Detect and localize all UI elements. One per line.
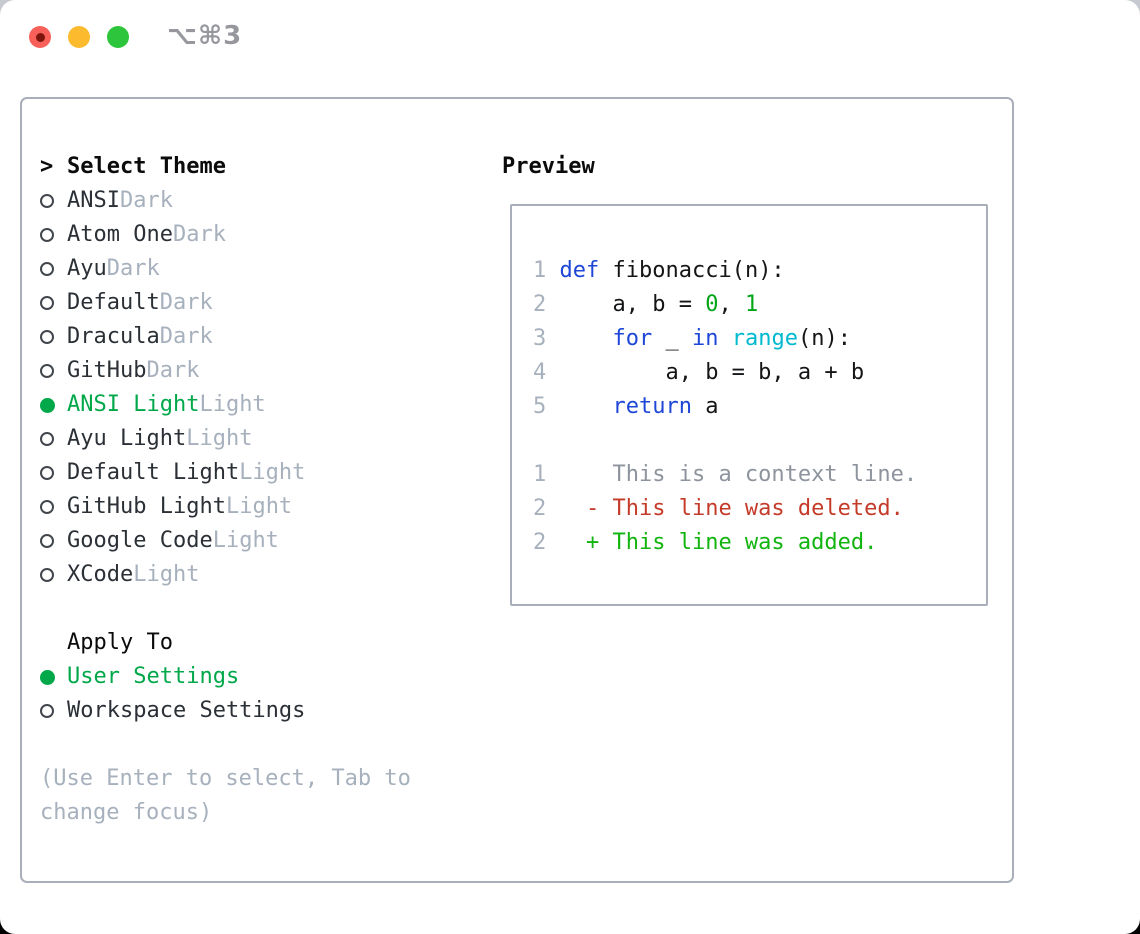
option-variant-label: Light bbox=[199, 392, 266, 417]
theme-option[interactable]: Google Code Light bbox=[40, 524, 411, 558]
code-line: 4 a, b = b, a + b bbox=[533, 360, 865, 385]
option-variant-label: Light bbox=[212, 528, 279, 553]
option-label: Ayu bbox=[67, 256, 107, 281]
line-number: 4 bbox=[533, 360, 547, 385]
option-variant-label: Light bbox=[186, 426, 253, 451]
option-label: ANSI Light bbox=[67, 392, 200, 417]
apply-to-title: Apply To bbox=[67, 630, 173, 655]
theme-option[interactable]: ANSI Light Light bbox=[40, 388, 411, 422]
radio-icon bbox=[40, 262, 54, 276]
code-line: 5 return a bbox=[533, 394, 719, 419]
apply-to-option[interactable]: User Settings bbox=[40, 660, 411, 694]
option-label: Ayu Light bbox=[67, 426, 187, 451]
screen-corner bbox=[1125, 919, 1140, 934]
preview-pane: 1 def fibonacci(n): 2 a, b = 0, 1 3 for _ … bbox=[510, 204, 988, 606]
radio-icon bbox=[40, 296, 54, 310]
line-number: 1 bbox=[533, 462, 547, 487]
radio-icon bbox=[40, 432, 54, 446]
option-variant-label: Dark bbox=[159, 324, 213, 349]
line-number: 1 bbox=[533, 258, 547, 283]
theme-option[interactable]: Atom One Dark bbox=[40, 218, 411, 252]
apply-to-option[interactable]: Workspace Settings bbox=[40, 694, 411, 728]
line-number: 5 bbox=[533, 394, 547, 419]
option-label: ANSI bbox=[67, 188, 120, 213]
close-dot-icon bbox=[35, 32, 45, 42]
option-variant-label: Light bbox=[239, 460, 306, 485]
traffic-lights bbox=[29, 26, 129, 48]
option-variant-label: Dark bbox=[119, 188, 173, 213]
preview-title: Preview bbox=[502, 154, 595, 179]
option-label: Default Light bbox=[67, 460, 240, 485]
line-number: 2 bbox=[533, 292, 547, 317]
option-variant-label: Dark bbox=[106, 256, 160, 281]
option-variant-label: Dark bbox=[172, 222, 226, 247]
theme-option[interactable]: ANSI Dark bbox=[40, 184, 411, 218]
line-number: 2 bbox=[533, 530, 547, 555]
theme-option[interactable]: Ayu Dark bbox=[40, 252, 411, 286]
spacer bbox=[40, 592, 411, 626]
option-label: GitHub Light bbox=[67, 494, 226, 519]
theme-option[interactable]: GitHub Light Light bbox=[40, 490, 411, 524]
theme-option[interactable]: Dracula Dark bbox=[40, 320, 411, 354]
line-number: 3 bbox=[533, 326, 547, 351]
radio-icon bbox=[40, 534, 54, 548]
option-label: Workspace Settings bbox=[67, 698, 306, 723]
help-text-line-2: change focus) bbox=[40, 800, 213, 825]
option-variant-label: Light bbox=[133, 562, 200, 587]
close-button-icon[interactable] bbox=[29, 26, 51, 48]
theme-option[interactable]: Ayu Light Light bbox=[40, 422, 411, 456]
option-variant-label: Dark bbox=[146, 358, 200, 383]
help-text-line-1: (Use Enter to select, Tab to bbox=[40, 766, 411, 791]
line-number: 2 bbox=[533, 496, 547, 521]
radio-icon bbox=[40, 568, 54, 582]
focus-caret-icon: > bbox=[40, 154, 54, 179]
option-label: Dracula bbox=[67, 324, 160, 349]
theme-option[interactable]: Default Dark bbox=[40, 286, 411, 320]
radio-icon bbox=[40, 330, 54, 344]
code-line: 1 def fibonacci(n): bbox=[533, 258, 785, 283]
zoom-button-icon[interactable] bbox=[107, 26, 129, 48]
radio-icon bbox=[40, 500, 54, 514]
screen-corner bbox=[1125, 0, 1140, 15]
screen-corner bbox=[0, 0, 15, 15]
window-title: ⌥⌘3 bbox=[167, 21, 243, 51]
theme-list-header: > Select Theme bbox=[40, 150, 411, 184]
theme-option[interactable]: XCode Light bbox=[40, 558, 411, 592]
code-line: 2 + This line was added. bbox=[533, 530, 878, 555]
option-label: GitHub bbox=[67, 358, 147, 383]
theme-option[interactable]: Default Light Light bbox=[40, 456, 411, 490]
code-line bbox=[533, 424, 917, 458]
code-line: 2 - This line was deleted. bbox=[533, 496, 904, 521]
option-label: Default bbox=[67, 290, 160, 315]
theme-list-title: Select Theme bbox=[67, 154, 226, 179]
theme-option[interactable]: GitHub Dark bbox=[40, 354, 411, 388]
code-preview: 1 def fibonacci(n): 2 a, b = 0, 1 3 for _ … bbox=[533, 254, 917, 560]
radio-icon bbox=[40, 466, 54, 480]
code-line: 3 for _ in range(n): bbox=[533, 326, 851, 351]
spacer bbox=[40, 728, 411, 762]
code-line: 2 a, b = 0, 1 bbox=[533, 292, 759, 317]
apply-to-header-row: Apply To bbox=[40, 626, 411, 660]
option-variant-label: Dark bbox=[159, 290, 213, 315]
option-label: Atom One bbox=[67, 222, 173, 247]
radio-icon bbox=[40, 364, 54, 378]
radio-icon bbox=[40, 704, 54, 718]
radio-icon bbox=[40, 194, 54, 208]
option-label: Google Code bbox=[67, 528, 213, 553]
option-variant-label: Light bbox=[225, 494, 293, 519]
code-line: 1 This is a context line. bbox=[533, 462, 918, 487]
radio-selected-icon bbox=[40, 397, 55, 413]
radio-icon bbox=[40, 228, 54, 242]
minimize-button-icon[interactable] bbox=[68, 26, 90, 48]
option-label: XCode bbox=[67, 562, 134, 587]
option-label: User Settings bbox=[67, 664, 240, 689]
screen-corner bbox=[0, 919, 15, 934]
radio-selected-icon bbox=[40, 669, 55, 685]
